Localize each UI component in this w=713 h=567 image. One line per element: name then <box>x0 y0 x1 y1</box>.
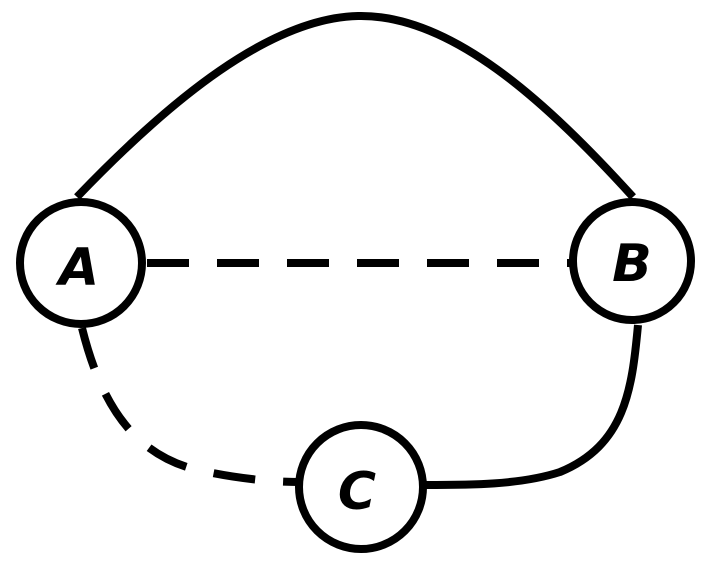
node-b: B <box>569 198 695 324</box>
edge-b-c-solid <box>424 324 642 489</box>
edge-a-b-solid <box>74 11 636 200</box>
node-c: C <box>295 421 427 553</box>
node-c-label: C <box>338 462 376 522</box>
edge-a-c-dashed <box>78 327 301 486</box>
node-a-label: A <box>55 238 99 298</box>
node-a: A <box>16 198 146 328</box>
node-b-label: B <box>612 234 652 294</box>
